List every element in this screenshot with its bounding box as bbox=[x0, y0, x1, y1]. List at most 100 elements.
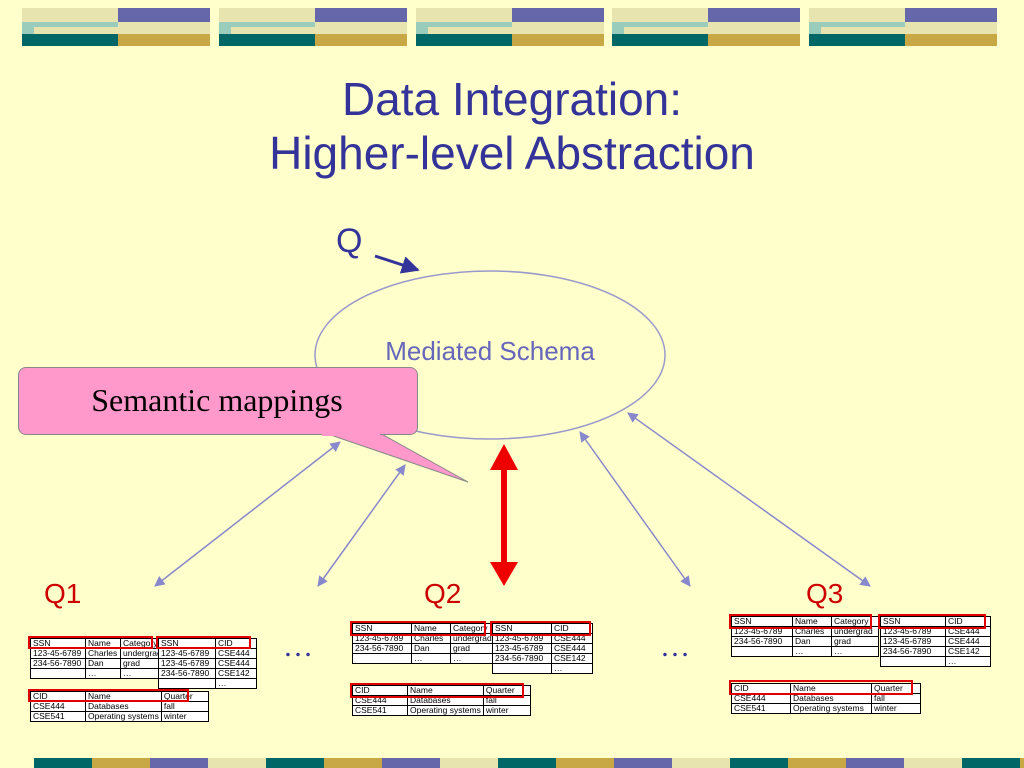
mapping-arrow-4 bbox=[627, 412, 871, 587]
footer-stripe bbox=[440, 758, 498, 768]
table-cell: CSE444 bbox=[30, 701, 86, 712]
table-cell: grad bbox=[831, 636, 879, 647]
banner-stripe bbox=[905, 8, 997, 22]
footer-stripe bbox=[92, 758, 150, 768]
source-label-1: Q1 bbox=[44, 578, 82, 609]
footer-stripe bbox=[672, 758, 730, 768]
banner-block bbox=[612, 8, 800, 46]
table-header-cell: Quarter bbox=[482, 685, 531, 696]
table-header-cell: CID bbox=[945, 616, 991, 627]
table-cell: 123-45-6789 bbox=[158, 648, 216, 659]
table-cell: … bbox=[792, 646, 832, 657]
table-cell: Databases bbox=[407, 695, 484, 706]
table-cell: CSE444 bbox=[551, 643, 593, 654]
table-cell bbox=[158, 678, 216, 689]
banner-stripe bbox=[315, 22, 407, 34]
table-cell: undergrad bbox=[831, 626, 879, 637]
banner-stripe bbox=[512, 34, 604, 46]
query-label: Q bbox=[336, 222, 363, 260]
table-cell: Charles bbox=[85, 648, 121, 659]
table-header-cell: CID bbox=[352, 685, 408, 696]
query-arrow bbox=[374, 254, 420, 274]
table-cell bbox=[880, 656, 946, 667]
table-cell: fall bbox=[160, 701, 209, 712]
table-header-cell: CID bbox=[30, 691, 86, 702]
table-cell: CSE444 bbox=[945, 626, 991, 637]
table-cell: Dan bbox=[411, 643, 451, 654]
table-cell: Charles bbox=[411, 633, 451, 644]
mediated-schema-label: Mediated Schema bbox=[385, 336, 595, 366]
footer-stripe bbox=[788, 758, 846, 768]
title-line-2: Higher-level Abstraction bbox=[269, 127, 755, 179]
table-cell: … bbox=[215, 678, 257, 689]
footer-stripe bbox=[208, 758, 266, 768]
table-cell: … bbox=[85, 668, 121, 679]
banner-stripe bbox=[118, 34, 210, 46]
banner-stripe bbox=[315, 8, 407, 22]
table-header-cell: Name bbox=[790, 683, 872, 694]
footer-stripe bbox=[904, 758, 962, 768]
table-cell: … bbox=[945, 656, 991, 667]
mapping-arrow-1 bbox=[154, 441, 341, 587]
table-cell: … bbox=[551, 663, 593, 674]
table-cell: 234-56-7890 bbox=[30, 658, 86, 669]
banner-stripe bbox=[512, 8, 604, 22]
table-cell: CSE444 bbox=[731, 693, 791, 704]
banner-stripe bbox=[22, 8, 118, 22]
banner-stripe bbox=[512, 22, 604, 34]
footer-stripe bbox=[1020, 758, 1024, 768]
red-double-arrow bbox=[490, 444, 518, 586]
mediated-schema-ellipse bbox=[314, 270, 666, 440]
table-cell: Operating systems bbox=[790, 703, 872, 714]
banner-stripe bbox=[821, 27, 905, 34]
table-cell: CSE541 bbox=[731, 703, 791, 714]
table-cell: Operating systems bbox=[407, 705, 484, 716]
table-cell: 234-56-7890 bbox=[492, 653, 552, 664]
footer-stripe bbox=[962, 758, 1020, 768]
banner-stripe bbox=[231, 27, 315, 34]
callout-text: Semantic mappings bbox=[91, 382, 343, 418]
table-cell: Dan bbox=[85, 658, 121, 669]
banner-stripe bbox=[22, 34, 118, 46]
table-header-cell: SSN bbox=[492, 623, 552, 634]
footer-stripe bbox=[730, 758, 788, 768]
table-cell: Operating systems bbox=[85, 711, 162, 722]
table-header-cell: Category bbox=[450, 623, 498, 634]
table-cell: 234-56-7890 bbox=[158, 668, 216, 679]
table-header-cell: Name bbox=[407, 685, 484, 696]
banner-stripe bbox=[219, 34, 315, 46]
table-cell: fall bbox=[482, 695, 531, 706]
banner-stripe bbox=[905, 34, 997, 46]
table-cell: CSE444 bbox=[945, 636, 991, 647]
banner-stripe bbox=[612, 8, 708, 22]
table-cell: 234-56-7890 bbox=[731, 636, 793, 647]
table-cell: 123-45-6789 bbox=[492, 643, 552, 654]
footer-stripe bbox=[498, 758, 556, 768]
ellipsis-1-a: … bbox=[283, 630, 319, 663]
table-cell: undergrad bbox=[450, 633, 498, 644]
footer-stripe bbox=[614, 758, 672, 768]
banner-stripe bbox=[315, 34, 407, 46]
banner-stripe bbox=[708, 34, 800, 46]
ellipsis-1: … bbox=[283, 630, 319, 664]
banner-block bbox=[416, 8, 604, 46]
banner-stripe bbox=[809, 8, 905, 22]
table-cell: 123-45-6789 bbox=[158, 658, 216, 669]
